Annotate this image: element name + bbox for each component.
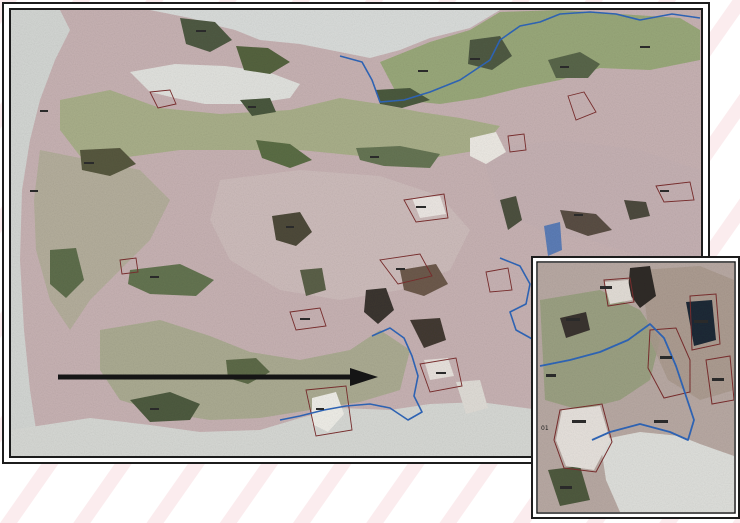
inset-map: 01 — [531, 256, 740, 519]
forest-patch — [80, 148, 136, 176]
forest-patch — [240, 98, 276, 116]
inset-dark-patch — [628, 266, 656, 308]
area-outline — [379, 253, 433, 285]
forest-patch — [560, 210, 612, 236]
forest-patch — [375, 88, 430, 108]
eastern-boundary — [499, 257, 535, 341]
area-outline — [655, 181, 695, 203]
forest-patch — [130, 392, 200, 422]
forest-patch — [364, 288, 394, 324]
light-patches — [312, 132, 506, 432]
light-patch — [312, 392, 344, 432]
forest-patch — [500, 196, 522, 230]
forest-patch — [356, 146, 440, 168]
forest-patch — [180, 18, 232, 52]
inset-label-marks — [546, 286, 724, 489]
forest-patch — [468, 36, 512, 70]
forest-patch — [272, 212, 312, 246]
forest-patches — [50, 18, 650, 422]
southern-boundary — [279, 327, 423, 421]
forest-patch — [624, 200, 650, 220]
main-map — [2, 2, 710, 464]
inset-light-patch — [556, 406, 610, 470]
inset-area-outline — [689, 293, 721, 351]
forest-patch — [548, 52, 600, 78]
protected-area-outlines — [119, 89, 695, 437]
area-outline — [149, 89, 177, 109]
eastern-plateau — [480, 140, 700, 260]
mediterranean-sea — [11, 402, 540, 456]
forest-patch — [256, 140, 312, 168]
inset-area-outline — [603, 277, 635, 307]
area-outline — [507, 133, 527, 153]
lake — [544, 222, 562, 256]
inset-inner-frame — [536, 261, 736, 514]
forest-patch — [410, 318, 446, 348]
forest-patch — [128, 264, 214, 296]
forest-patch — [300, 268, 326, 296]
aegean-sea — [11, 10, 70, 456]
area-outline — [567, 91, 597, 121]
boundary-lines — [279, 11, 701, 421]
inset-area-outline — [705, 355, 734, 405]
vegetation-band-north — [60, 90, 500, 160]
marmara-sea — [130, 64, 300, 104]
inset-area-outline — [553, 403, 613, 473]
area-outline — [485, 267, 513, 293]
inset-highland — [640, 266, 734, 400]
forest-patch — [50, 248, 84, 298]
light-patch — [456, 380, 488, 414]
area-outline — [419, 357, 463, 393]
light-patch — [424, 358, 454, 380]
main-map-inner-frame — [9, 8, 703, 458]
forest-patch — [236, 46, 290, 74]
area-outline — [305, 385, 353, 437]
northern-boundary — [339, 11, 701, 103]
area-outline — [119, 257, 139, 275]
inset-boundary — [539, 323, 695, 441]
area-outline — [403, 193, 449, 223]
inset-number-label: 01 — [541, 425, 549, 432]
arrow-head — [350, 368, 378, 386]
inset-area-outlines — [553, 277, 734, 473]
forest-patch — [400, 264, 448, 296]
area-outline — [289, 307, 327, 331]
place-label-marks — [30, 30, 669, 410]
black-sea — [150, 10, 500, 58]
light-patch — [470, 132, 506, 164]
inset-sea — [600, 432, 734, 512]
inset-area-outline — [647, 327, 691, 399]
right-arrow-icon — [58, 368, 378, 386]
light-patch — [412, 196, 446, 218]
